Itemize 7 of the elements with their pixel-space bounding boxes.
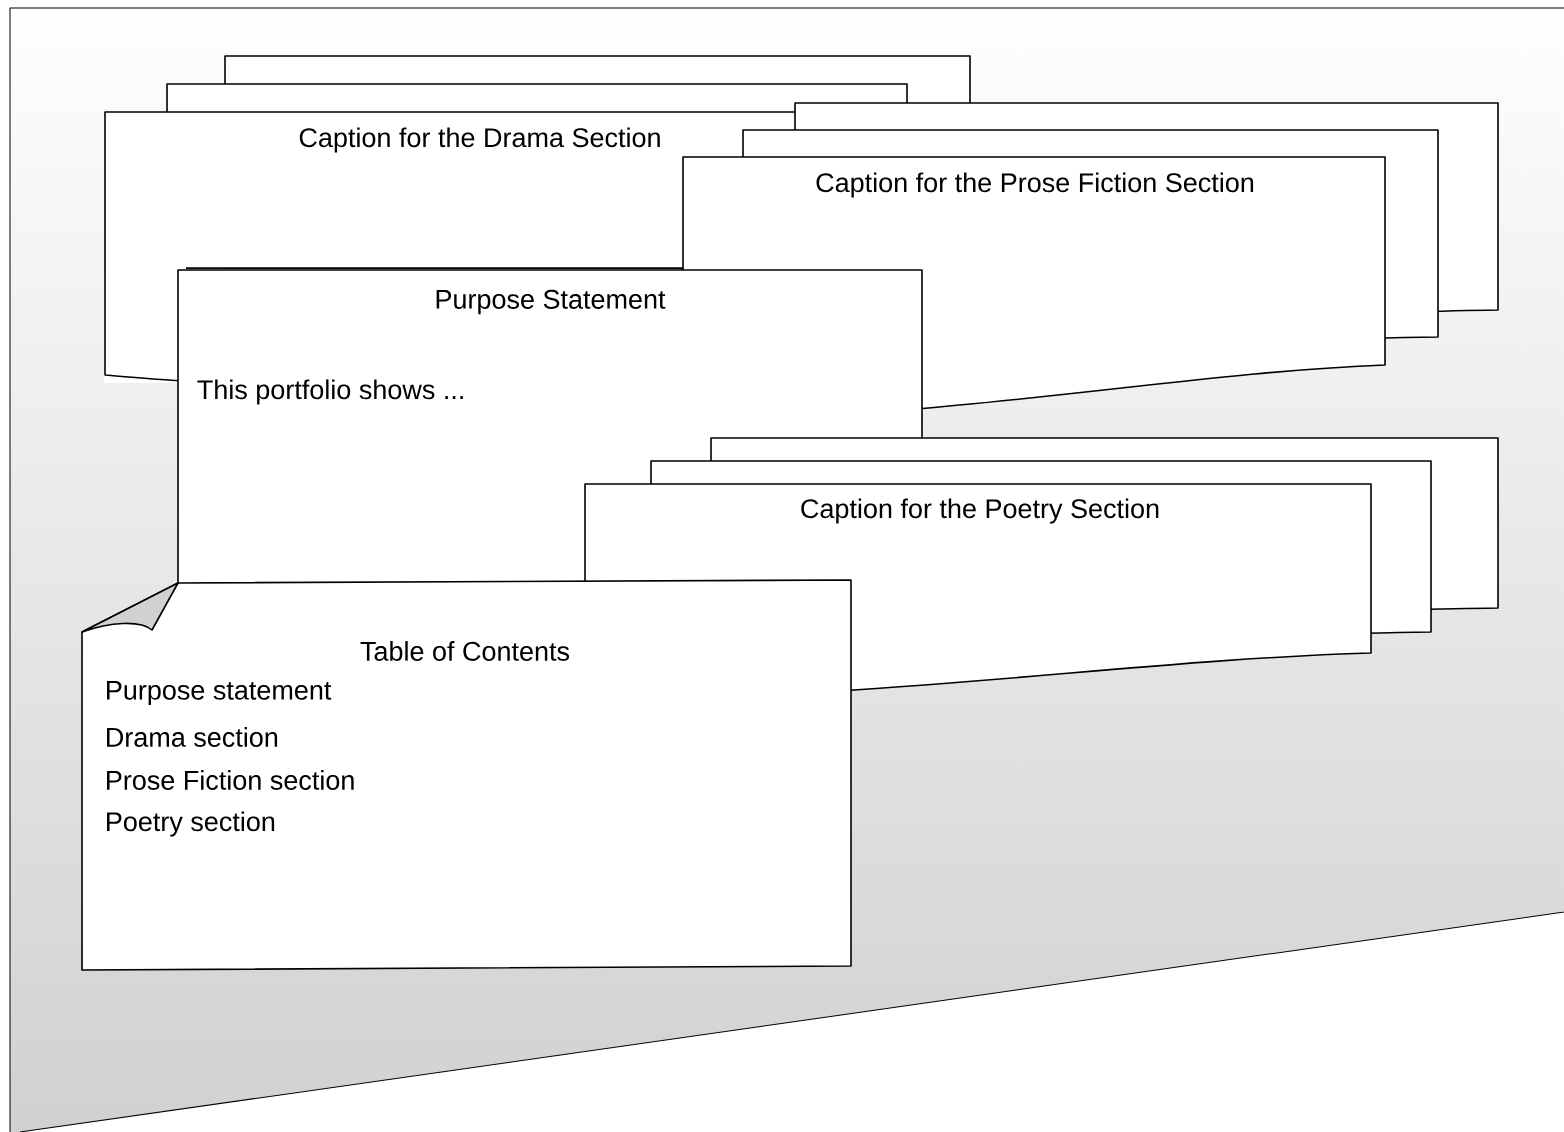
page-heading: Table of Contents xyxy=(360,641,570,661)
list-item: Poetry section xyxy=(107,811,275,837)
list-item: Purpose statement xyxy=(107,680,332,706)
body-text: This portfolio shows ... xyxy=(197,379,463,405)
list-item: Drama section xyxy=(107,727,278,747)
page-heading: Purpose Statement xyxy=(436,289,666,315)
list-item: Prose Fiction section xyxy=(107,770,354,790)
